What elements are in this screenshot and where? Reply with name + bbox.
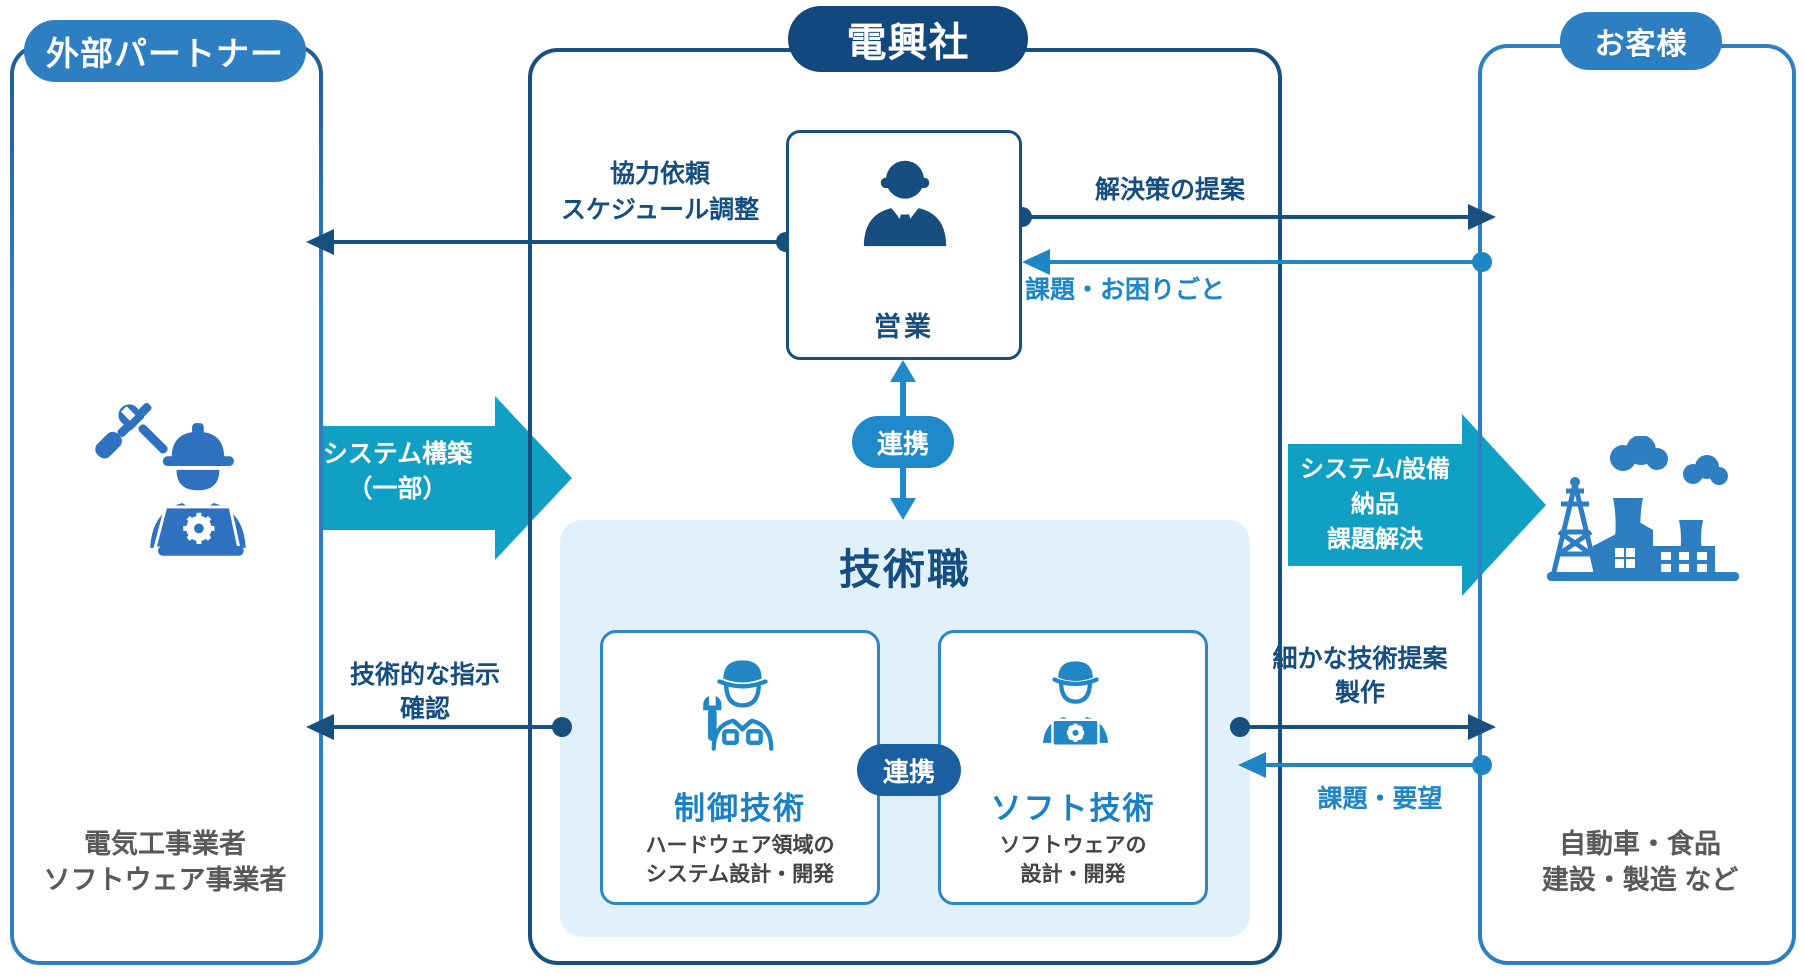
sales-label: 営業 <box>874 312 934 342</box>
tech-box-title: 技術職 <box>838 546 971 593</box>
soft-card-title: ソフト技術 <box>990 791 1156 826</box>
mechanic-wrench-icon <box>703 660 774 751</box>
business-person-icon <box>863 160 947 247</box>
control-card-desc: ハードウェア領域の システム設計・開発 <box>645 834 835 886</box>
customer-desc: 自動車・食品 建設・製造 など <box>1541 829 1739 895</box>
construction-worker-laptop-icon <box>95 402 246 556</box>
link-pill-technical: 連携 <box>857 744 961 796</box>
partner-frame-inner <box>14 48 319 961</box>
customer-pill-label: お客様 <box>1594 28 1688 61</box>
company-pill-label: 電興社 <box>846 21 970 65</box>
company-pill: 電興社 <box>788 6 1028 72</box>
soft-tech-card: ソフト技術 ソフトウェアの 設計・開発 <box>938 630 1208 905</box>
tech-instruction-arrow <box>306 714 572 740</box>
partner-pill-label: 外部パートナー <box>46 35 284 72</box>
partner-frame <box>10 44 323 965</box>
request-label: 課題・要望 <box>1317 785 1443 813</box>
cooperation-label: 協力依頼 スケジュール調整 <box>560 160 760 224</box>
detail-proposal-arrow <box>1230 714 1496 740</box>
soft-card-desc: ソフトウェアの 設計・開発 <box>999 834 1147 886</box>
link-pill-technical-label: 連携 <box>882 756 935 787</box>
control-tech-card: 制御技術 ハードウェア領域の システム設計・開発 <box>600 630 880 905</box>
problem-label: 課題・お困りごと <box>1024 276 1225 304</box>
partner-pill: 外部パートナー <box>24 20 306 82</box>
partner-desc: 電気工事業者 ソフトウェア事業者 <box>43 829 287 895</box>
tech-instruction-label: 技術的な指示 確認 <box>349 661 500 723</box>
sales-box: 営業 <box>786 130 1022 360</box>
control-card-title: 制御技術 <box>674 791 806 826</box>
factory-power-plant-icon <box>1547 436 1739 581</box>
customer-pill: お客様 <box>1560 12 1722 70</box>
software-engineer-laptop-icon <box>1042 661 1109 747</box>
system-build-label: システム構築 （一部） <box>322 440 473 503</box>
cooperation-arrow <box>306 229 796 255</box>
tech-box: 技術職 制御技術 ハードウェア領域の システム設計・ <box>560 520 1250 937</box>
solution-label: 解決策の提案 <box>1094 176 1245 204</box>
system-build-arrow <box>300 396 572 560</box>
request-arrow <box>1238 752 1492 778</box>
link-pill-sales-tech: 連携 <box>852 416 954 468</box>
link-pill-sales-tech-label: 連携 <box>876 428 929 459</box>
problem-arrow <box>1022 249 1492 275</box>
detail-proposal-label: 細かな技術提案 製作 <box>1272 645 1448 707</box>
system-delivery-label: システム/設備 納品 課題解決 <box>1300 456 1450 553</box>
